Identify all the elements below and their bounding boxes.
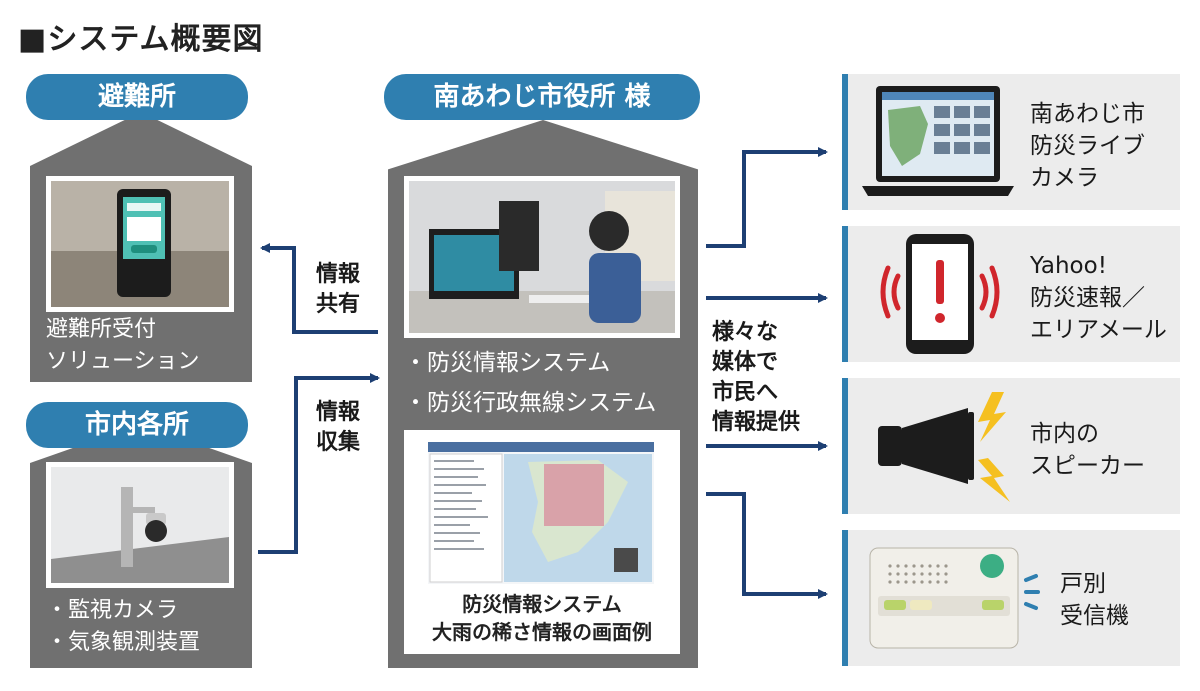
- output-label-2a: Yahoo!: [1030, 253, 1107, 279]
- share-label-2: 共有: [316, 292, 361, 317]
- system-item-1: ・防災情報システム: [404, 350, 611, 376]
- radio-receiver-icon: [864, 540, 1044, 660]
- output-label-1b: 防災ライブ: [1030, 133, 1145, 159]
- screenshot-caption-2: 大雨の稀さ情報の画面例: [432, 620, 652, 644]
- collect-label-2: 収集: [316, 430, 361, 455]
- provide-arrow-1: [706, 147, 828, 248]
- city-sites-header: 市内各所: [26, 402, 248, 448]
- collect-arrow: [258, 373, 380, 554]
- share-label-1: 情報: [316, 262, 361, 287]
- provide-arrow-4: [706, 492, 828, 599]
- smartphone-alert-icon: [880, 232, 1000, 360]
- output-card-alerts: [842, 226, 1180, 362]
- provide-label-1: 様々な: [712, 320, 779, 345]
- camera-photo: [46, 462, 234, 588]
- city-sites-caption-1: ・監視カメラ: [46, 598, 179, 623]
- share-arrow: [260, 243, 378, 334]
- provide-label-2: 媒体で: [712, 350, 779, 375]
- shelter-caption-1: 避難所受付: [46, 317, 157, 342]
- output-label-3a: 市内の: [1030, 421, 1099, 447]
- provide-label-3: 市民へ: [712, 380, 779, 405]
- page-title: ■システム概要図: [18, 22, 264, 57]
- screenshot-caption-1: 防災情報システム: [462, 592, 622, 616]
- collect-label-1: 情報: [316, 400, 361, 425]
- laptop-icon: [862, 84, 1014, 206]
- output-label-1a: 南あわじ市: [1030, 101, 1145, 127]
- output-label-2c: エリアメール: [1030, 317, 1167, 343]
- speaker-icon: [872, 384, 1032, 512]
- shelter-header: 避難所: [26, 74, 248, 120]
- output-label-2b: 防災速報／: [1030, 285, 1145, 311]
- shelter-photo: [46, 176, 234, 312]
- operator-photo: [404, 176, 680, 338]
- city-sites-caption-2: ・気象観測装置: [46, 630, 201, 655]
- system-item-2: ・防災行政無線システム: [404, 390, 657, 416]
- provide-label-4: 情報提供: [712, 410, 801, 435]
- output-label-1c: カメラ: [1030, 165, 1099, 191]
- hazard-map-screenshot: [428, 442, 654, 584]
- shelter-caption-2: ソリューション: [46, 349, 200, 374]
- output-label-3b: スピーカー: [1030, 453, 1145, 479]
- city-hall-header: 南あわじ市役所 様: [384, 74, 700, 120]
- output-label-4a: 戸別: [1060, 571, 1106, 597]
- output-label-4b: 受信機: [1060, 603, 1129, 629]
